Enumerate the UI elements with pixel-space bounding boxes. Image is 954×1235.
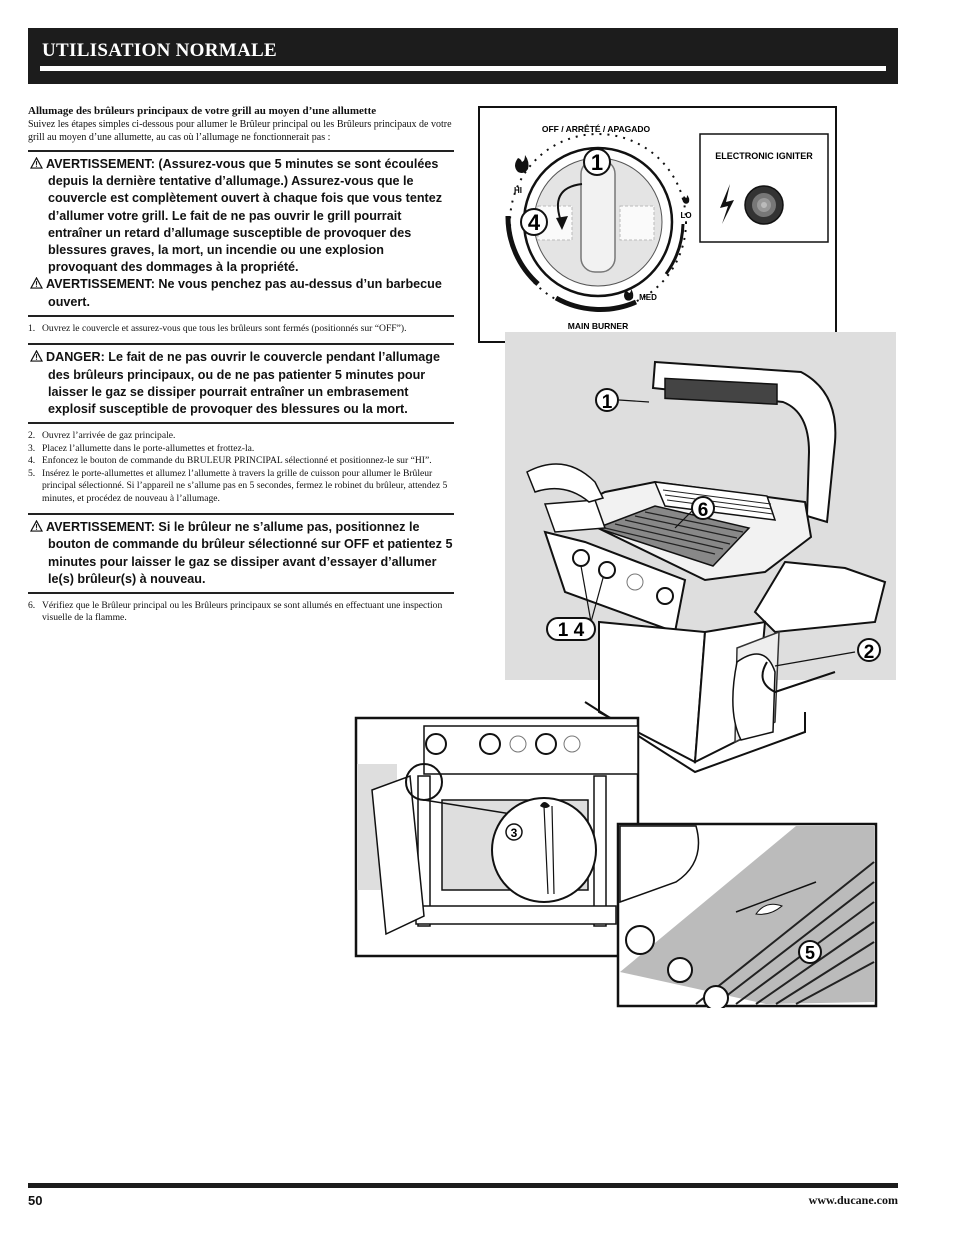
flame-icon bbox=[682, 195, 690, 204]
warning-icon bbox=[30, 277, 43, 290]
warning-text: AVERTISSEMENT: (Assurez-vous que 5 minut… bbox=[46, 157, 443, 275]
section-title: UTILISATION NORMALE bbox=[42, 40, 277, 61]
med-label: MED bbox=[639, 293, 657, 302]
instructions-column: Allumage des brûleurs principaux de votr… bbox=[28, 104, 454, 633]
steps-list-c: 6.Vérifiez que le Brûleur principal ou l… bbox=[28, 600, 454, 625]
main-burner-label: MAIN BURNER bbox=[568, 321, 628, 331]
intro-text: Suivez les étapes simples ci-dessous pou… bbox=[28, 119, 452, 143]
callout-6: 6 bbox=[698, 500, 709, 521]
step-item: 6.Vérifiez que le Brûleur principal ou l… bbox=[28, 599, 443, 624]
step-item: 4.Enfoncez le bouton de commande du BRUL… bbox=[28, 455, 432, 467]
igniter-label: ELECTRONIC IGNITER bbox=[715, 151, 813, 161]
warning-icon bbox=[30, 350, 43, 363]
grill-figure: 1 6 1 4 2 bbox=[505, 332, 896, 774]
callout-1-4: 1 4 bbox=[558, 620, 585, 641]
danger-block: DANGER: Le fait de ne pas ouvrir le couv… bbox=[28, 343, 454, 425]
warning-block-1: AVERTISSEMENT: (Assurez-vous que 5 minut… bbox=[28, 150, 454, 317]
website-url: www.ducane.com bbox=[808, 1193, 898, 1207]
lighting-inset: 5 bbox=[616, 822, 878, 1008]
callout-4: 4 bbox=[528, 210, 541, 235]
warning-icon bbox=[30, 520, 43, 532]
warning-icon bbox=[30, 157, 43, 169]
step-item: 1.Ouvrez le couvercle et assurez-vous qu… bbox=[28, 322, 407, 334]
off-label: OFF / ARRÊTÉ / APAGADO bbox=[542, 123, 651, 134]
step-item: 3.Placez l’allumette dans le porte-allum… bbox=[28, 442, 255, 454]
footer-rule bbox=[28, 1183, 898, 1188]
flame-icon bbox=[515, 155, 529, 173]
callout-2: 2 bbox=[864, 642, 875, 663]
step-item: 2.Ouvrez l’arrivée de gaz principale. bbox=[28, 430, 176, 442]
match-holder-inset: 3 bbox=[354, 716, 640, 958]
warning-text: AVERTISSEMENT: Ne vous penchez pas au-de… bbox=[46, 277, 442, 309]
callout-1: 1 bbox=[602, 392, 613, 413]
flame-icon bbox=[624, 289, 634, 301]
warning-block-2: AVERTISSEMENT: Si le brûleur ne s’allume… bbox=[28, 513, 454, 594]
lo-label: LO bbox=[680, 211, 691, 220]
steps-list-a: 1.Ouvrez le couvercle et assurez-vous qu… bbox=[28, 323, 454, 336]
section-header: UTILISATION NORMALE bbox=[28, 28, 898, 84]
callout-1: 1 bbox=[591, 150, 603, 175]
callout-3: 3 bbox=[511, 826, 518, 840]
step-item: 5.Insérez le porte-allumettes et allumez… bbox=[28, 467, 448, 504]
warning-text: AVERTISSEMENT: Si le brûleur ne s’allume… bbox=[46, 520, 453, 586]
danger-text: DANGER: Le fait de ne pas ouvrir le couv… bbox=[46, 350, 441, 416]
header-rule bbox=[40, 66, 886, 71]
callout-5: 5 bbox=[805, 943, 815, 963]
page-number: 50 bbox=[28, 1193, 43, 1208]
subheading: Allumage des brûleurs principaux de votr… bbox=[28, 105, 377, 117]
knob-igniter-figure: OFF / ARRÊTÉ / APAGADO HI LO MED MAIN BU… bbox=[478, 106, 837, 343]
hi-label: HI bbox=[514, 186, 522, 195]
lightning-icon bbox=[720, 184, 734, 224]
steps-list-b: 2.Ouvrez l’arrivée de gaz principale. 3.… bbox=[28, 430, 454, 505]
